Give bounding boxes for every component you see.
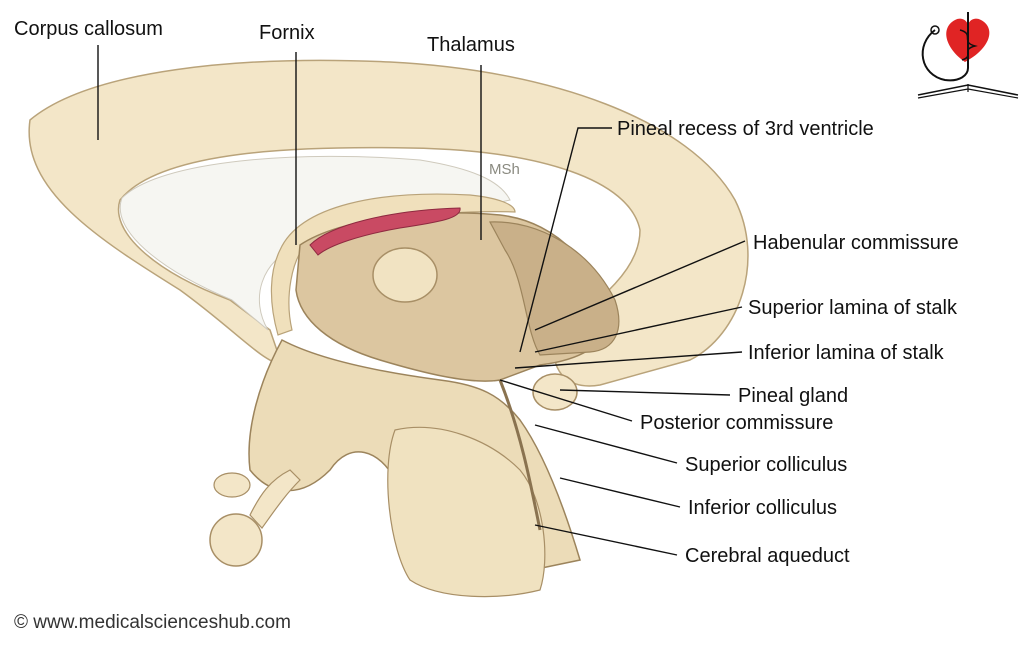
leader-superior-colliculus: [534, 424, 678, 464]
label-pineal-recess: Pineal recess of 3rd ventricle: [617, 118, 874, 140]
label-corpus-callosum: Corpus callosum: [14, 18, 163, 40]
leader-habenular-commissure: [534, 240, 746, 331]
pulvinar-shape: [489, 221, 620, 356]
leader-superior-lamina: [534, 306, 743, 353]
pons-shape: [387, 426, 546, 598]
interthalamic-adhesion: [372, 247, 438, 303]
leader-cerebral-aqueduct: [534, 524, 678, 556]
label-superior-colliculus: Superior colliculus: [685, 454, 848, 476]
leader-lines: [97, 45, 746, 556]
leader-posterior-commissure: [499, 379, 633, 422]
label-fornix: Fornix: [259, 22, 315, 44]
label-posterior-commissure: Posterior commissure: [640, 412, 834, 434]
leader-pineal-recess: [519, 127, 612, 353]
label-thalamus: Thalamus: [427, 34, 515, 56]
mamillary-lobe: [209, 513, 263, 567]
anterior-lobe: [213, 472, 251, 498]
label-cerebral-aqueduct: Cerebral aqueduct: [685, 545, 850, 567]
label-inferior-lamina: Inferior lamina of stalk: [748, 342, 944, 364]
copyright-credit: © www.medicalscienceshub.com: [14, 612, 291, 633]
leader-inferior-lamina: [514, 351, 743, 369]
label-superior-lamina: Superior lamina of stalk: [748, 297, 957, 319]
label-inferior-colliculus: Inferior colliculus: [688, 497, 837, 519]
infundibulum-stalk: [249, 469, 301, 529]
label-habenular-commissure: Habenular commissure: [753, 232, 959, 254]
aqueduct-line: [498, 379, 542, 531]
leader-pineal-gland: [559, 389, 731, 396]
watermark-text: MSh: [489, 161, 520, 178]
label-pineal-gland: Pineal gland: [738, 385, 849, 407]
choroid-plexus: [309, 207, 461, 256]
caduceus-heart-stethoscope-book-icon: [917, 12, 1019, 99]
leader-inferior-colliculus: [559, 477, 681, 508]
corpus-callosum-shape: [28, 59, 749, 387]
